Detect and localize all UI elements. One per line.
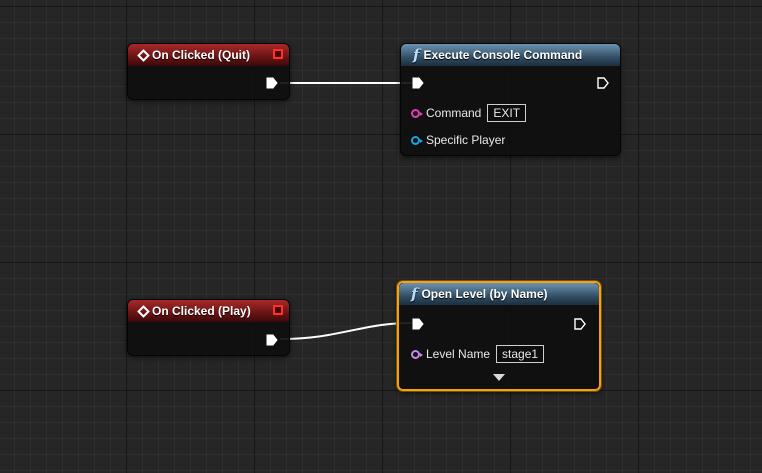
level-name-value-field[interactable]: stage1 (496, 345, 545, 363)
command-value-field[interactable]: EXIT (487, 104, 527, 122)
function-f-icon: f (413, 46, 420, 64)
exec-in-pin-icon[interactable] (412, 318, 424, 330)
event-diamond-icon (137, 48, 150, 62)
string-pin-icon[interactable] (411, 108, 423, 118)
event-diamond-icon (137, 304, 150, 318)
exec-in-pin-icon[interactable] (412, 77, 424, 89)
pin-label-specific-player: Specific Player (426, 133, 506, 147)
pin-label-command: Command (426, 106, 482, 120)
function-f-icon: f (411, 285, 418, 303)
pin-label-level-name: Level Name (426, 347, 491, 361)
delegate-pin-icon[interactable] (273, 305, 283, 315)
delegate-pin-icon[interactable] (273, 49, 283, 59)
node-header[interactable]: f Execute Console Command (401, 44, 620, 66)
expand-advanced-arrow-icon[interactable] (493, 374, 505, 381)
exec-out-pin-icon[interactable] (574, 318, 586, 330)
exec-wire-play-to-openlevel[interactable] (279, 322, 413, 340)
exec-out-pin-icon[interactable] (597, 77, 609, 89)
node-header[interactable]: On Clicked (Quit) (128, 44, 289, 66)
node-on-clicked-quit[interactable]: On Clicked (Quit) (127, 43, 290, 100)
node-open-level-by-name[interactable]: f Open Level (by Name) Level Name stage1 (397, 281, 601, 391)
node-header[interactable]: f Open Level (by Name) (399, 283, 599, 305)
exec-out-pin-icon[interactable] (266, 334, 278, 346)
object-pin-icon[interactable] (411, 135, 423, 145)
node-title: On Clicked (Quit) (152, 48, 251, 62)
name-pin-icon[interactable] (411, 349, 423, 359)
node-on-clicked-play[interactable]: On Clicked (Play) (127, 299, 290, 356)
node-title: On Clicked (Play) (152, 304, 251, 318)
node-title: Open Level (by Name) (421, 287, 548, 301)
pin-row-command: Command EXIT (411, 104, 527, 122)
pin-row-level-name: Level Name stage1 (411, 345, 545, 363)
node-execute-console-command[interactable]: f Execute Console Command Command EXIT S… (400, 43, 621, 156)
exec-out-pin-icon[interactable] (266, 77, 278, 89)
node-header[interactable]: On Clicked (Play) (128, 300, 289, 322)
node-title: Execute Console Command (423, 48, 583, 62)
pin-row-specific-player: Specific Player (411, 133, 505, 147)
